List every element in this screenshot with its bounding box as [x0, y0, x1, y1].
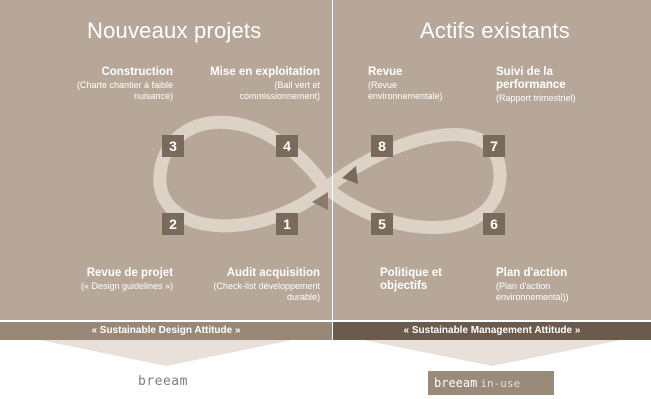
heading-new-projects: Nouveaux projets [87, 18, 262, 43]
step-8-title: Revue [368, 66, 403, 78]
step-1-title: Audit acquisition [226, 267, 320, 279]
center-divider [332, 0, 333, 340]
step-7-desc: (Rapport trimestriel) [496, 93, 576, 103]
breeam-in-use-suffix: in-use [480, 377, 521, 390]
breeam-logo: breeam [138, 374, 188, 389]
loop-arrow-right [342, 166, 358, 184]
step-6-title: Plan d'action [496, 267, 568, 279]
step-3-title: Construction [101, 66, 173, 78]
loop-arrow-left [312, 192, 328, 210]
step-3-desc: (Charte chantier à faible nuisance) [76, 80, 173, 101]
step-5-title: Politique et objectifs [380, 267, 442, 292]
step-1-desc: (Check-list développement durable) [213, 281, 320, 302]
step-2-title: Revue de projet [86, 267, 173, 279]
sustainable-design-band: « Sustainable Design Attitude » [0, 322, 332, 340]
step-2-box: 2 [162, 213, 184, 235]
step-4-box: 4 [276, 135, 298, 157]
step-1-box: 1 [276, 213, 298, 235]
step-8-desc: (Revue environnementale) [368, 80, 443, 101]
step-6-box: 6 [483, 213, 505, 235]
infinity-loop [153, 115, 507, 234]
step-3-box: 3 [162, 135, 184, 157]
step-7-title: Suivi de la performance [496, 66, 566, 91]
loop-path [153, 115, 507, 234]
sustainable-management-band: « Sustainable Management Attitude » [333, 322, 651, 340]
step-6-desc: (Plan d'action environnemental)) [496, 281, 569, 302]
step-2-desc: (« Design guidelines ») [80, 281, 173, 291]
heading-existing-assets: Actifs existants [420, 18, 570, 43]
step-4-desc: (Bail vert et commissionnement) [239, 80, 320, 101]
step-5-box: 5 [371, 213, 393, 235]
breeam-in-use-main: breeam [434, 376, 478, 390]
step-4-title: Mise en exploitation [210, 66, 320, 78]
step-7-box: 7 [483, 135, 505, 157]
step-8-box: 8 [371, 135, 393, 157]
band-right-pointer [363, 340, 621, 366]
band-left-pointer [40, 340, 292, 366]
